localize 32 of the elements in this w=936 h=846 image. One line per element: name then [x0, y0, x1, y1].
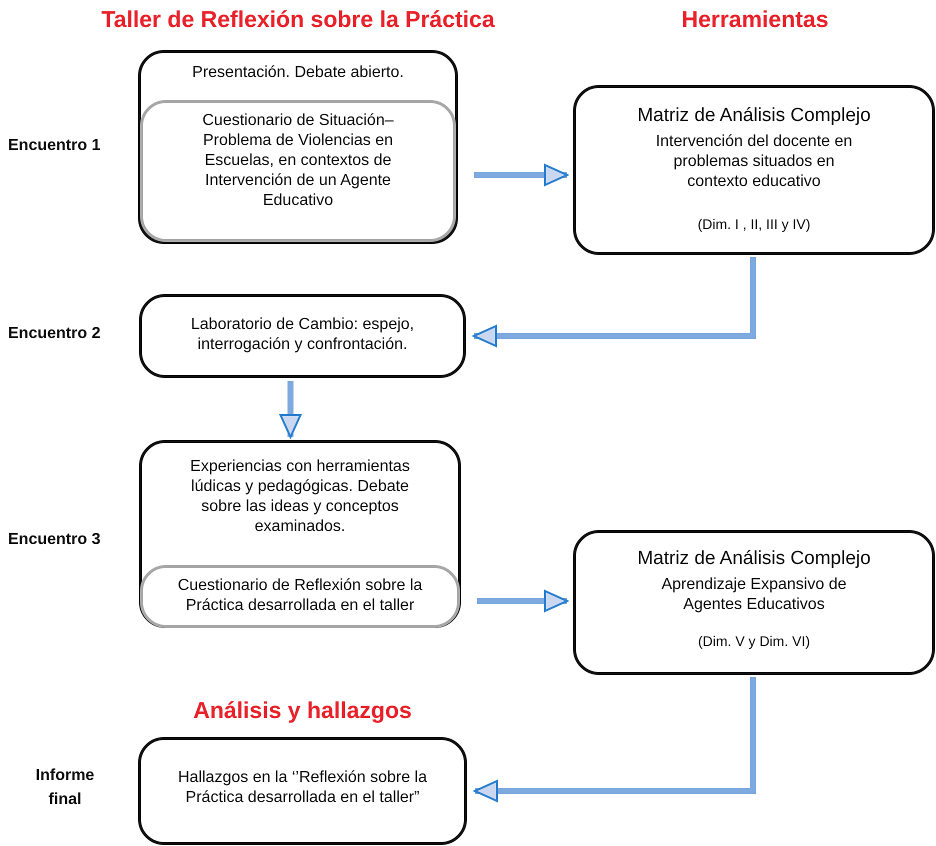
- questionnaire-box: [140, 565, 460, 628]
- box-heading: Matriz de Análisis Complejo: [636, 104, 872, 128]
- tool-box: [573, 85, 935, 255]
- box-text: Laboratorio de Cambio: espejo, interrogación y confrontación.: [190, 315, 416, 355]
- report-box: [138, 737, 467, 845]
- arrow: [280, 381, 302, 438]
- box-text: (Dim. V y Dim. VI): [697, 633, 811, 650]
- box-text: Cuestionario de Reflexión sobre la Práctica desarrollada en el taller: [176, 576, 424, 616]
- column-heading: Herramientas: [681, 6, 829, 33]
- box-text: Cuestionario de Situación–Problema de Violencias en Escuelas, en contextos de Intervención de un Agente Educativo: [201, 111, 395, 211]
- row-label: Encuentro 3: [8, 531, 100, 549]
- box-text: Experiencias con herramientas lúdicas y pedagógicas. Debate sobre las ideas y conceptos examinados.: [189, 457, 411, 537]
- box-text: Intervención del docente en problemas situados en contexto educativo: [654, 132, 854, 192]
- tool-box: [573, 530, 935, 675]
- session-box: [139, 294, 466, 378]
- box-heading: Matriz de Análisis Complejo: [636, 547, 872, 571]
- box-text: Aprendizaje Expansivo de Agentes Educativos: [660, 575, 848, 615]
- box-text: Presentación. Debate abierto.: [191, 63, 405, 83]
- session-box: [139, 440, 461, 628]
- arrow: [477, 590, 568, 612]
- questionnaire-box: [140, 100, 456, 242]
- row-label: Encuentro 1: [8, 137, 100, 155]
- arrow: [474, 677, 756, 802]
- arrow: [473, 257, 756, 347]
- box-text: (Dim. I , II, III y IV): [696, 216, 812, 234]
- arrow: [474, 164, 568, 186]
- box-text: Hallazgos en la ‘’Reflexión sobre la Práctica desarrollada en el taller”: [176, 768, 428, 808]
- column-heading: Taller de Reflexión sobre la Práctica: [101, 6, 495, 33]
- session-box: [138, 50, 458, 244]
- row-label: Informe final: [34, 766, 96, 810]
- section-heading: Análisis y hallazgos: [193, 697, 412, 724]
- row-label: Encuentro 2: [8, 325, 100, 343]
